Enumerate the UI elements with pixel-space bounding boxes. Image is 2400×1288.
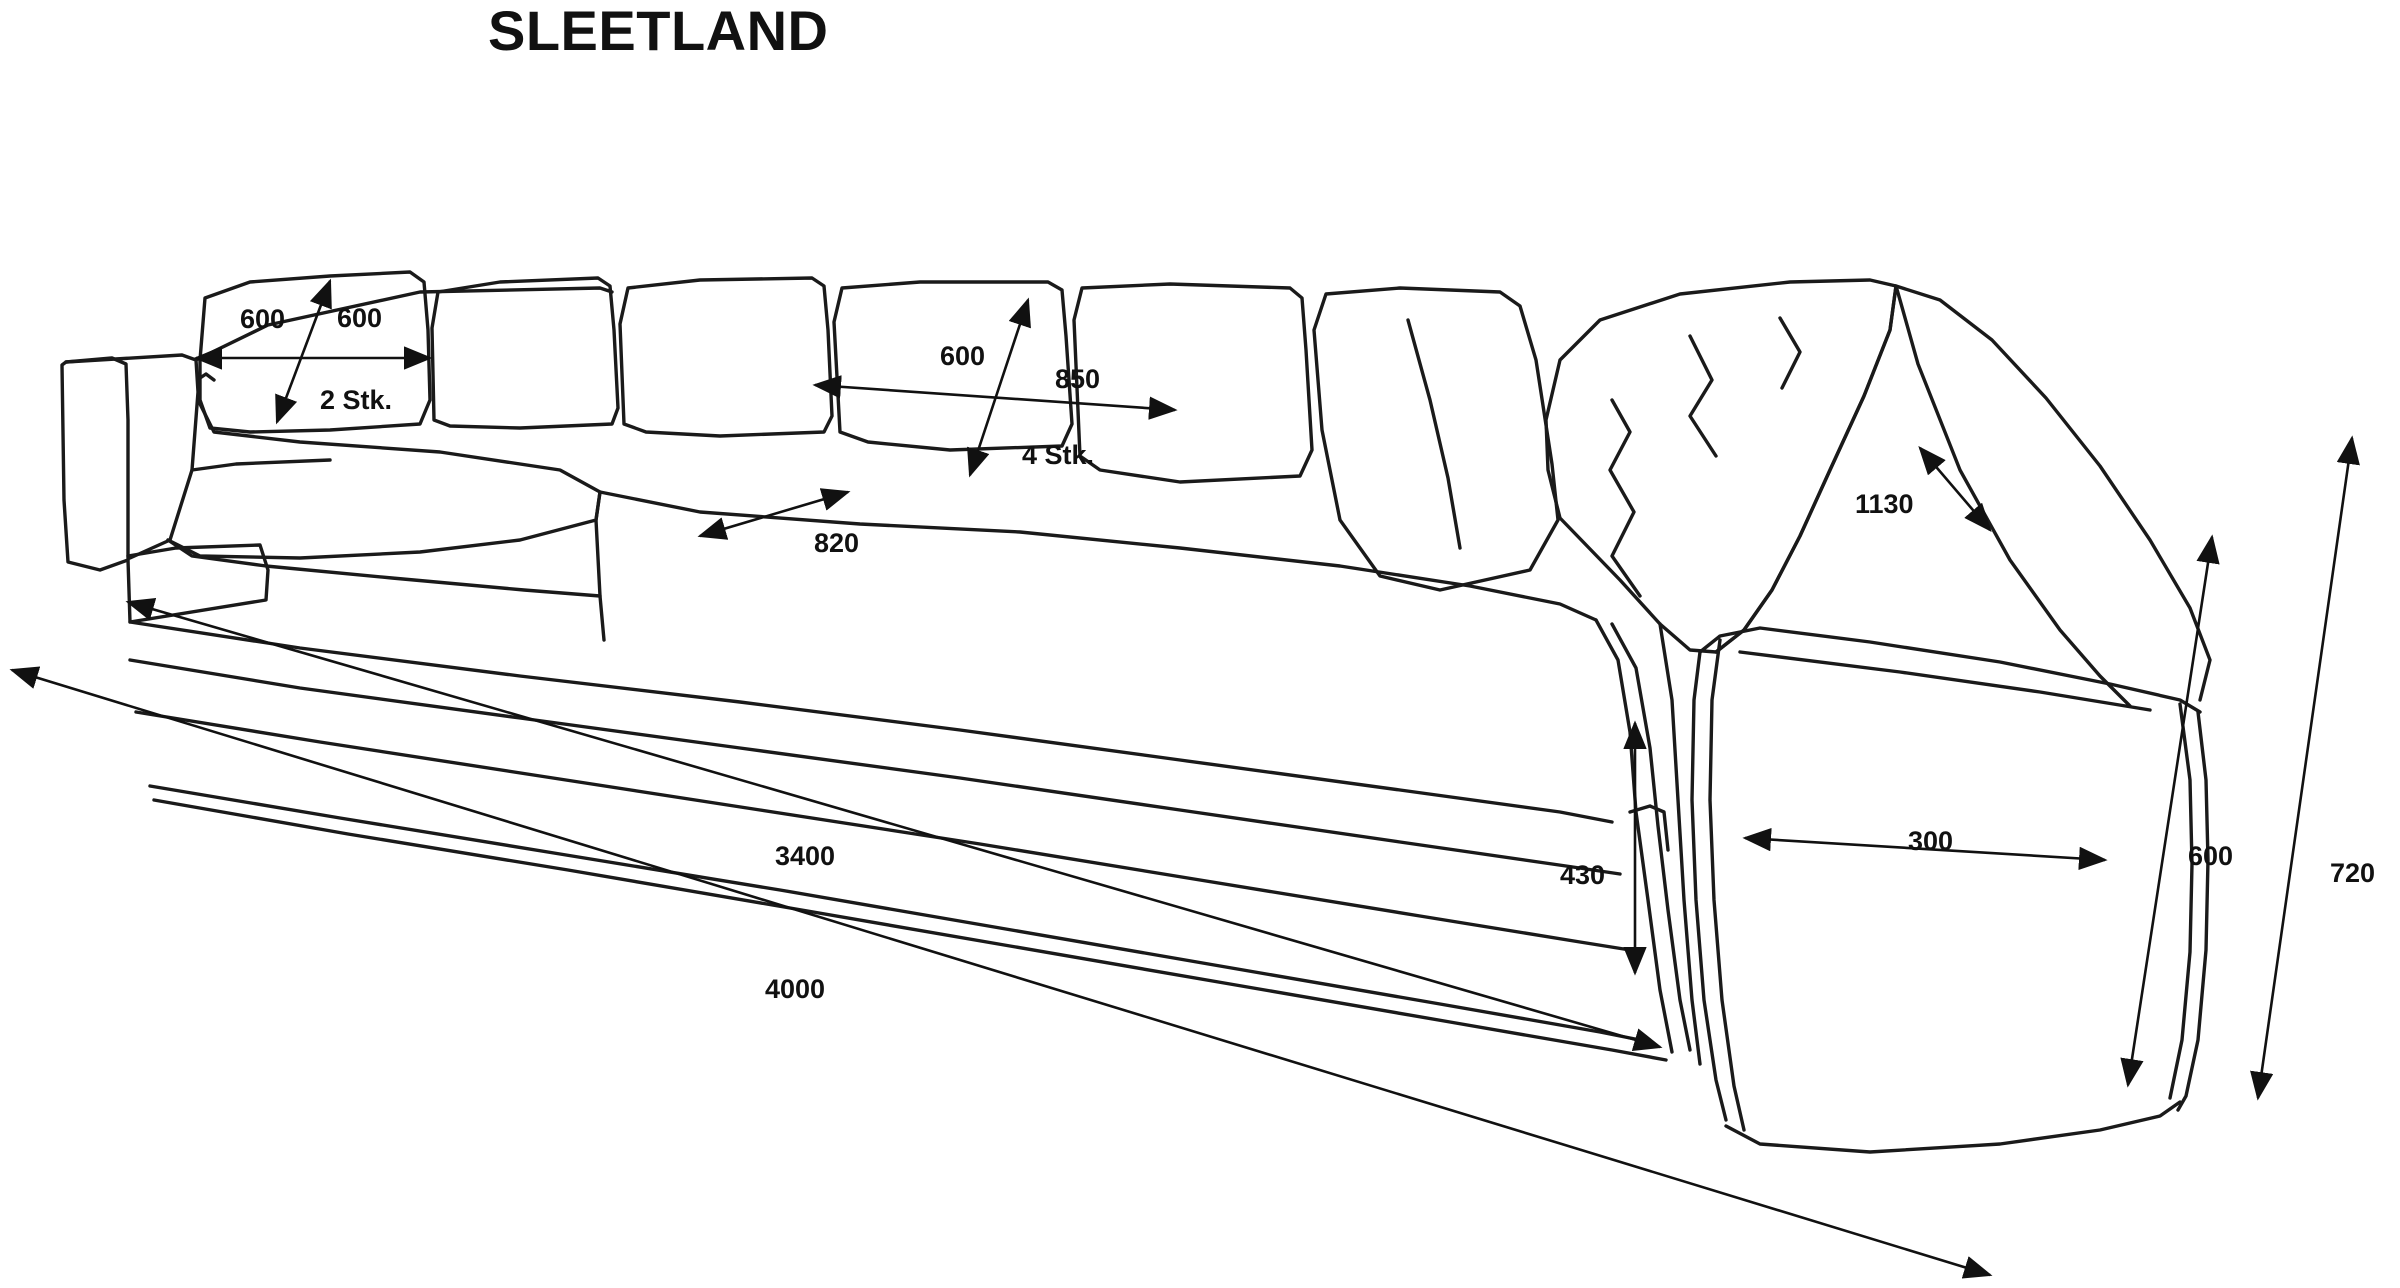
dim-label-ottoman-height: 600 bbox=[2188, 841, 2234, 871]
body-line-2 bbox=[128, 658, 1622, 876]
chaise-left-edge-2 bbox=[1708, 638, 1746, 1132]
back-cushion-small-fold bbox=[198, 372, 216, 382]
body-line-4 bbox=[148, 784, 1652, 1044]
dim-label-seat-length: 3400 bbox=[775, 841, 836, 871]
back-cushion-6 bbox=[1312, 286, 1560, 592]
seat-cushion-split bbox=[594, 490, 606, 642]
dim-label-chaise-depth: 1130 bbox=[1855, 489, 1914, 519]
back-cushion-2 bbox=[430, 276, 620, 430]
dim-line-ottoman-height bbox=[2120, 534, 2220, 1088]
dim-label-back-cushion-small-width: 600 bbox=[240, 304, 286, 334]
dim-line-ottoman-width bbox=[1742, 827, 2108, 871]
dimension-lines bbox=[9, 278, 2360, 1279]
dim-label-back-cushion-large-height: 600 bbox=[940, 341, 986, 371]
chaise-right-edge bbox=[2176, 710, 2210, 1112]
dim-line-overall-height bbox=[2250, 435, 2360, 1101]
dim-label-seat-depth: 820 bbox=[814, 528, 860, 558]
left-arm-inner-panel bbox=[64, 353, 200, 560]
dim-line-seat-depth bbox=[697, 488, 851, 540]
back-cushion-7-crease-1 bbox=[1608, 398, 1642, 598]
seat-front-edge-left bbox=[166, 538, 602, 598]
backrest-top-line bbox=[194, 286, 614, 362]
body-bottom-edge bbox=[152, 798, 1668, 1062]
left-arm-outer bbox=[60, 356, 130, 572]
dim-label-overall-height: 720 bbox=[2330, 858, 2376, 888]
dim-label-ottoman-width: 300 bbox=[1908, 826, 1954, 856]
dim-label-back-cushion-large-qty: 4 Stk. bbox=[1022, 440, 1095, 470]
dim-label-back-cushion-large-width: 850 bbox=[1055, 364, 1101, 394]
dim-line-cushion-small-height bbox=[275, 278, 332, 425]
body-line-1 bbox=[128, 620, 1614, 824]
chaise-front-bottom bbox=[1724, 1100, 2182, 1154]
back-cushion-7-crease-3 bbox=[1778, 316, 1802, 390]
seat-top-left bbox=[166, 398, 602, 560]
page-title: SLEETLAND bbox=[488, 0, 829, 62]
dim-line-cushion-large-width bbox=[812, 375, 1178, 420]
dim-line-seat-length bbox=[125, 598, 1663, 1051]
seat-top-right bbox=[598, 490, 1598, 622]
dim-line-chaise-depth bbox=[1918, 446, 1992, 532]
back-cushion-6-crease bbox=[1406, 318, 1462, 550]
dim-label-total-length: 4000 bbox=[765, 974, 826, 1004]
back-cushion-7-crease-2 bbox=[1688, 334, 1718, 458]
dim-label-back-cushion-small-qty: 2 Stk. bbox=[320, 385, 393, 415]
chaise-back-left-panel bbox=[1714, 284, 2132, 708]
dim-line-total-length bbox=[9, 666, 1993, 1279]
body-line-3 bbox=[134, 710, 1632, 952]
back-cushion-5 bbox=[1072, 282, 1314, 484]
chaise-right-edge-2 bbox=[2168, 702, 2194, 1100]
back-cushion-7 bbox=[1544, 278, 1898, 654]
dim-label-seat-height: 430 bbox=[1560, 860, 1606, 890]
left-arm-top-ridge bbox=[190, 458, 332, 472]
back-cushion-3 bbox=[618, 276, 834, 438]
chaise-backrest-edge bbox=[1894, 284, 2212, 702]
dim-label-back-cushion-small-height: 600 bbox=[337, 303, 383, 333]
